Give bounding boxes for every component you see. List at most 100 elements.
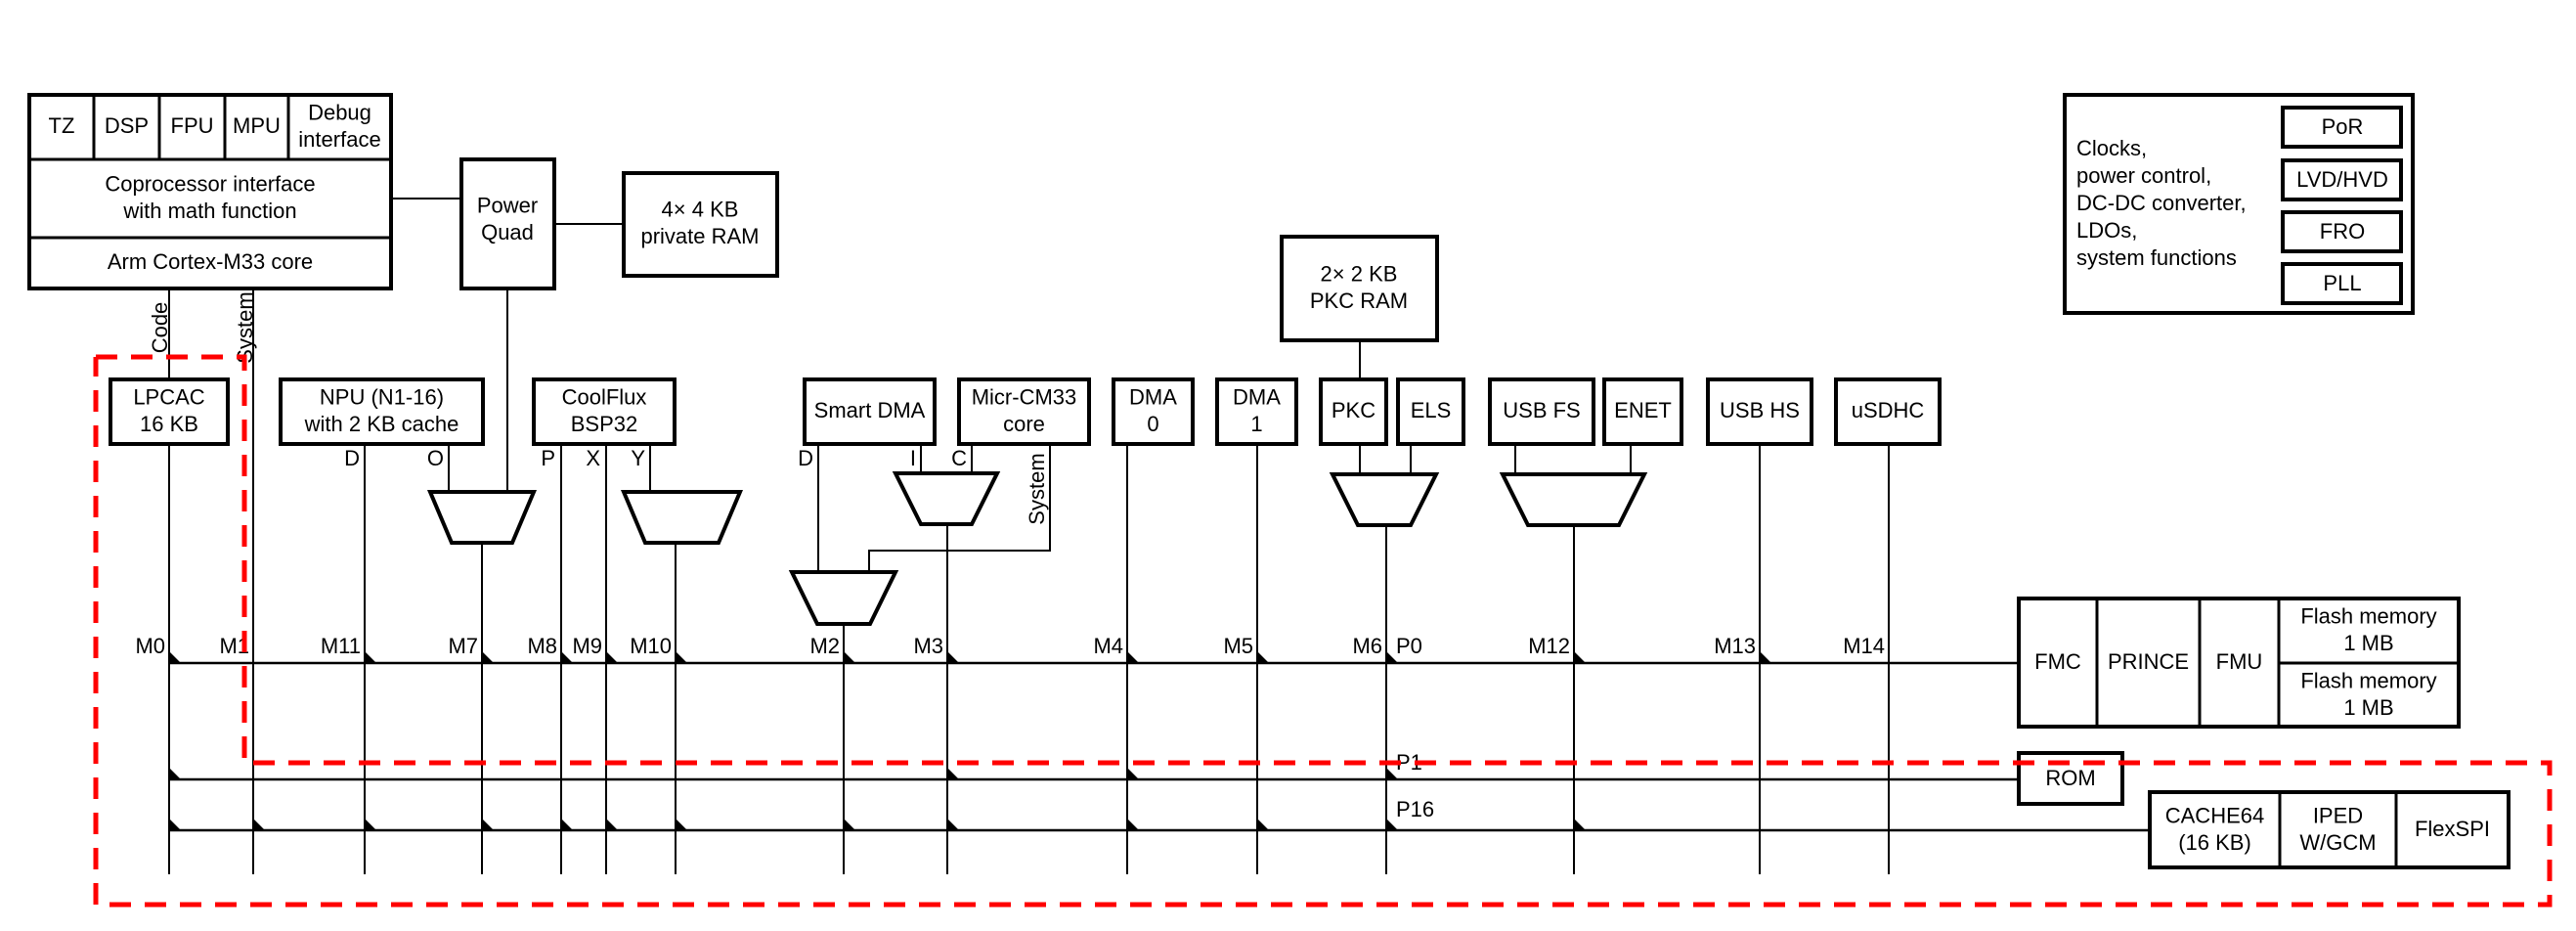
main-bus-connection-marker <box>1127 651 1139 663</box>
p16-bus-connection-marker <box>947 819 959 830</box>
usb-hs-label: USB HS <box>1720 398 1800 422</box>
p16-bus-connection-marker <box>169 819 181 830</box>
flexspi-label: FlexSPI <box>2415 817 2490 841</box>
npu-powerquad-mux <box>426 490 538 545</box>
coolflux-bsp32-block <box>532 377 677 446</box>
p1-bus-connection-marker <box>1386 768 1398 779</box>
trustzone-cell: TZ <box>49 113 75 138</box>
coolflux-x-port-label: X <box>586 446 600 470</box>
prince-label: PRINCE <box>2108 649 2189 674</box>
rom-label: ROM <box>2045 766 2095 790</box>
master-port-label: M11 <box>321 634 361 658</box>
main-bus-connection-marker <box>1760 651 1771 663</box>
fmu-label: FMU <box>2216 649 2263 674</box>
system-functions-text: system functions <box>2076 245 2237 270</box>
usdhc-block <box>1834 377 1942 446</box>
p16-bus-connection-marker <box>561 819 573 830</box>
rom-block <box>2017 751 2124 806</box>
p16-bus-connection-marker <box>1574 819 1586 830</box>
system-functions-text: Clocks, <box>2076 136 2147 160</box>
dsp-cell: DSP <box>105 113 149 138</box>
npu-d-port-label: D <box>344 446 360 470</box>
fpu-cell: FPU <box>171 113 214 138</box>
master-port-label: M6 <box>1352 634 1382 658</box>
master-port-label: M10 <box>630 634 672 658</box>
usb-fs-block <box>1488 377 1595 446</box>
slave-port-label: P16 <box>1396 797 1434 821</box>
pll-label: PLL <box>2323 271 2361 295</box>
smart-dma-cm33-mux <box>892 471 1001 526</box>
fro-block <box>2281 210 2403 253</box>
pkc-label: PKC <box>1332 398 1375 422</box>
main-bus-connection-marker <box>947 651 959 663</box>
npu-o-port-label: O <box>427 446 444 470</box>
p16-bus-connection-marker <box>253 819 265 830</box>
cm33-i-port-label: I <box>910 446 916 470</box>
micro-cm33-core-block <box>957 377 1091 446</box>
por-block <box>2281 106 2403 149</box>
master-port-label: M12 <box>1528 634 1570 658</box>
pkc-ram-block <box>1280 235 1439 342</box>
main-bus-connection-marker <box>365 651 376 663</box>
main-bus-connection-marker <box>482 651 494 663</box>
mpu-cell: MPU <box>233 113 281 138</box>
fmc-label: FMC <box>2034 649 2081 674</box>
fro-label: FRO <box>2320 219 2365 244</box>
master-port-label: M13 <box>1714 634 1756 658</box>
usb-fs-enet-mux <box>1499 472 1648 527</box>
coolflux-p-port-label: P <box>541 446 555 470</box>
system-functions-text: LDOs, <box>2076 218 2137 243</box>
code-bus-label: Code <box>148 302 172 354</box>
smart-dma-d-port-label: D <box>798 446 813 470</box>
master-port-label: M4 <box>1093 634 1123 658</box>
pkc-block <box>1319 377 1388 446</box>
master-port-label: M8 <box>527 634 557 658</box>
cm33-system-port-label: System <box>1025 453 1049 524</box>
master-port-label: M2 <box>809 634 840 658</box>
p16-bus-connection-marker <box>1386 819 1398 830</box>
system-bus-label: System <box>233 291 257 363</box>
dma1-block <box>1215 377 1298 446</box>
smart-dma-label: Smart DMA <box>814 398 926 422</box>
p1-bus-connection-marker <box>947 768 959 779</box>
cache64-label: CACHE64(16 KB) <box>2165 803 2264 855</box>
coolflux-y-mux <box>620 490 744 545</box>
lvd-hvd-block <box>2281 158 2403 201</box>
dma0-block <box>1112 377 1195 446</box>
coolflux-y-port-label: Y <box>631 446 645 470</box>
master-port-label: M7 <box>448 634 478 658</box>
p16-bus-connection-marker <box>482 819 494 830</box>
els-block <box>1396 377 1465 446</box>
arm-core-label: Arm Cortex-M33 core <box>108 249 313 274</box>
main-bus-connection-marker <box>1257 651 1269 663</box>
main-bus-connection-marker <box>606 651 618 663</box>
els-label: ELS <box>1411 398 1452 422</box>
master-port-label: M14 <box>1843 634 1885 658</box>
main-bus-connection-marker <box>844 651 855 663</box>
p16-bus-connection-marker <box>606 819 618 830</box>
por-label: PoR <box>2322 114 2364 139</box>
p16-bus-connection-marker <box>365 819 376 830</box>
main-bus-connection-marker <box>561 651 573 663</box>
secure-region-highlight <box>93 354 2553 908</box>
main-bus-connection-marker <box>169 651 181 663</box>
master-port-label: M9 <box>572 634 602 658</box>
usdhc-label: uSDHC <box>1852 398 1925 422</box>
smart-dma-system-mux <box>788 570 899 626</box>
cm33-c-port-label: C <box>951 446 967 470</box>
enet-label: ENET <box>1614 398 1672 422</box>
smart-dma-block <box>803 377 937 446</box>
enet-block <box>1602 377 1683 446</box>
